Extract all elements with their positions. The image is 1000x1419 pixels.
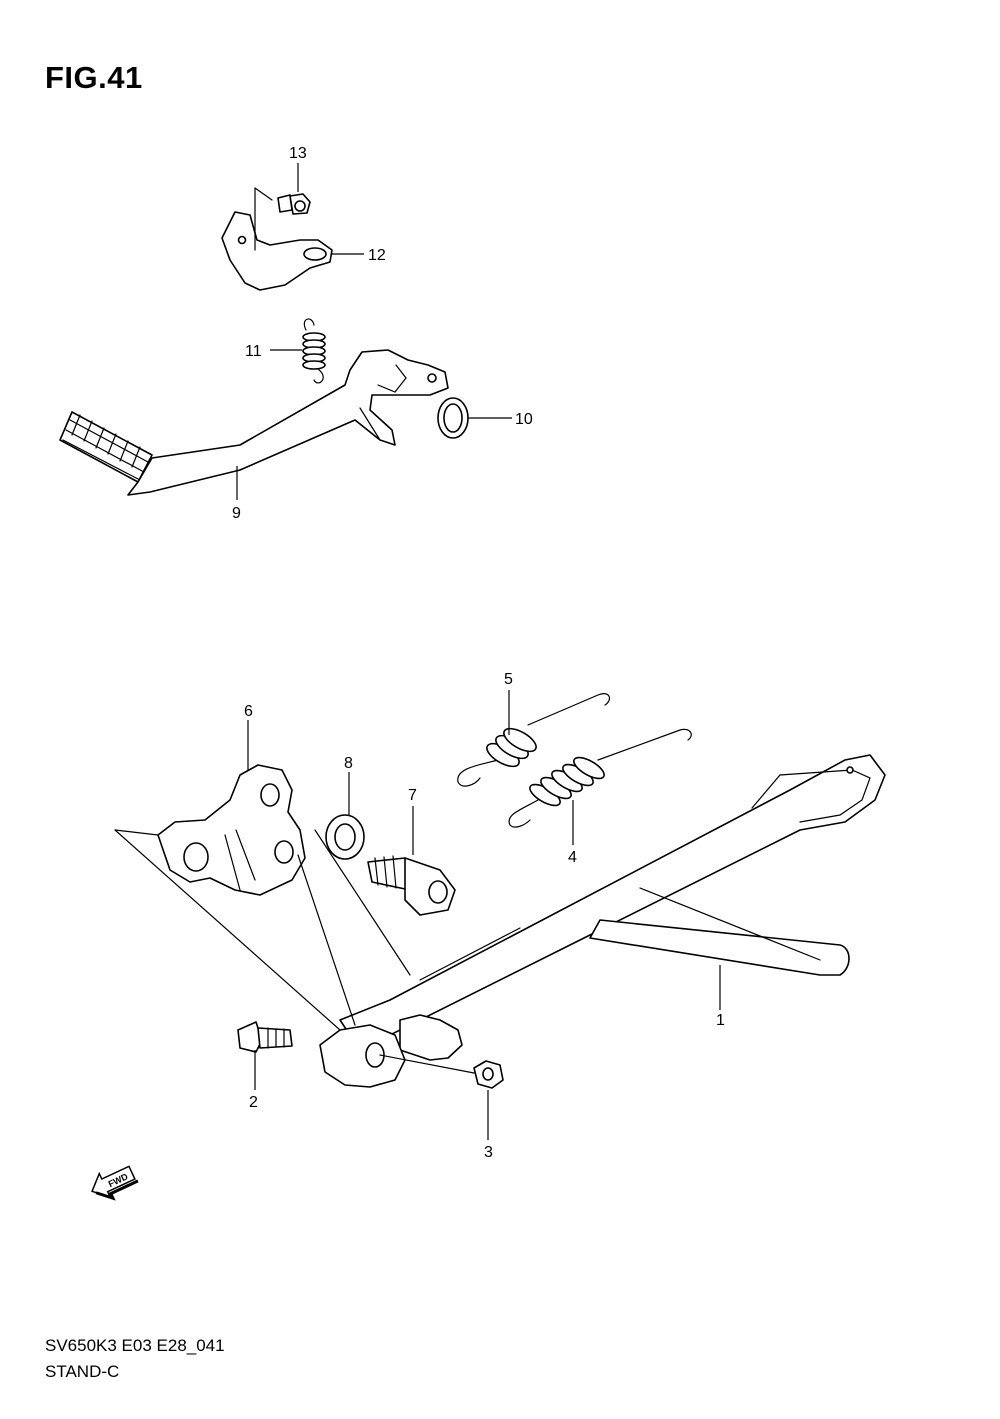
stand-spring-lower-part [508,728,692,828]
callout-3: 3 [484,1144,493,1161]
callout-2: 2 [249,1094,258,1111]
callout-10: 10 [515,411,533,428]
callout-12: 12 [368,247,386,264]
stand-washer-part [325,814,365,860]
nut-part [473,1060,504,1089]
fwd-arrow-icon: FWD [91,1165,139,1201]
stand-spring-upper-part [457,693,611,787]
brake-pedal-part [59,349,449,496]
leader-lines [236,163,721,1140]
model-code: SV650K3 E03 E28_041 [45,1336,225,1355]
callout-9: 9 [232,505,241,522]
stand-bracket-part [157,764,306,896]
callout-5: 5 [504,671,513,688]
callout-1: 1 [716,1012,725,1029]
callout-6: 6 [244,703,253,720]
callout-11: 11 [245,343,262,360]
footer: SV650K3 E03 E28_041 STAND-C [45,1333,225,1385]
callout-13: 13 [289,145,307,162]
socket-bolt-part [367,855,456,916]
pedal-return-spring-part [302,318,326,384]
washer-part [437,397,469,439]
callout-7: 7 [408,787,417,804]
section-name: STAND-C [45,1362,120,1381]
bracket-part [221,211,333,291]
side-stand-part [319,754,886,1088]
bolt-part [254,187,311,251]
pivot-bolt-part [237,1021,293,1053]
callout-8: 8 [344,755,353,772]
callout-4: 4 [568,849,577,866]
figure-title: FIG.41 [45,60,143,95]
